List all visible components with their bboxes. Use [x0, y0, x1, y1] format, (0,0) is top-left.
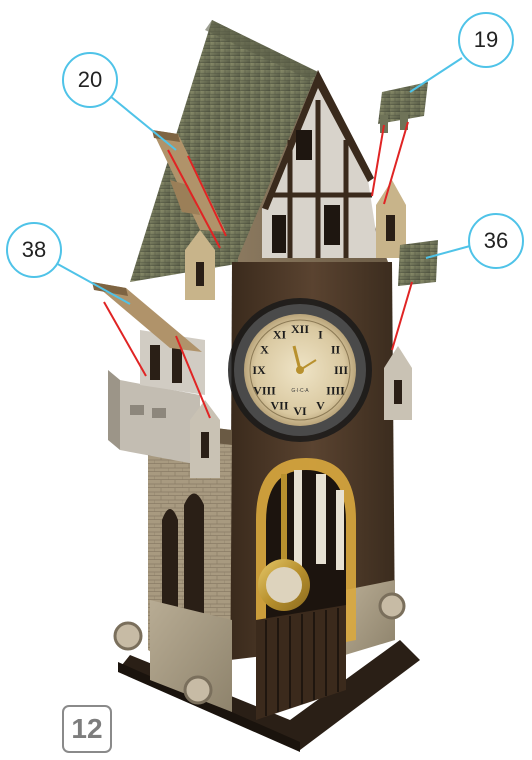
clock-numeral: IIII — [326, 384, 345, 398]
callout-38: 38 — [6, 222, 62, 278]
clock-face-text: G·I·C·A — [291, 388, 309, 394]
clock-numeral: X — [260, 343, 269, 357]
part-19 — [378, 82, 428, 133]
callout-36: 36 — [468, 213, 524, 269]
clock-numeral: XII — [291, 322, 309, 336]
clock-numeral: XI — [273, 328, 287, 342]
clock-numeral: III — [334, 363, 348, 377]
step-number-badge: 12 — [62, 705, 112, 753]
clock-numeral: IX — [252, 363, 266, 377]
clock-numeral: I — [318, 328, 323, 342]
callout-19: 19 — [458, 12, 514, 68]
callout-20: 20 — [62, 52, 118, 108]
clock-numeral: VI — [293, 404, 307, 418]
clock-numeral: II — [331, 343, 341, 357]
clock-numeral: VII — [270, 399, 288, 413]
part-36 — [398, 240, 438, 286]
clock-numeral: VIII — [253, 384, 276, 398]
clock-numeral: V — [316, 399, 325, 413]
